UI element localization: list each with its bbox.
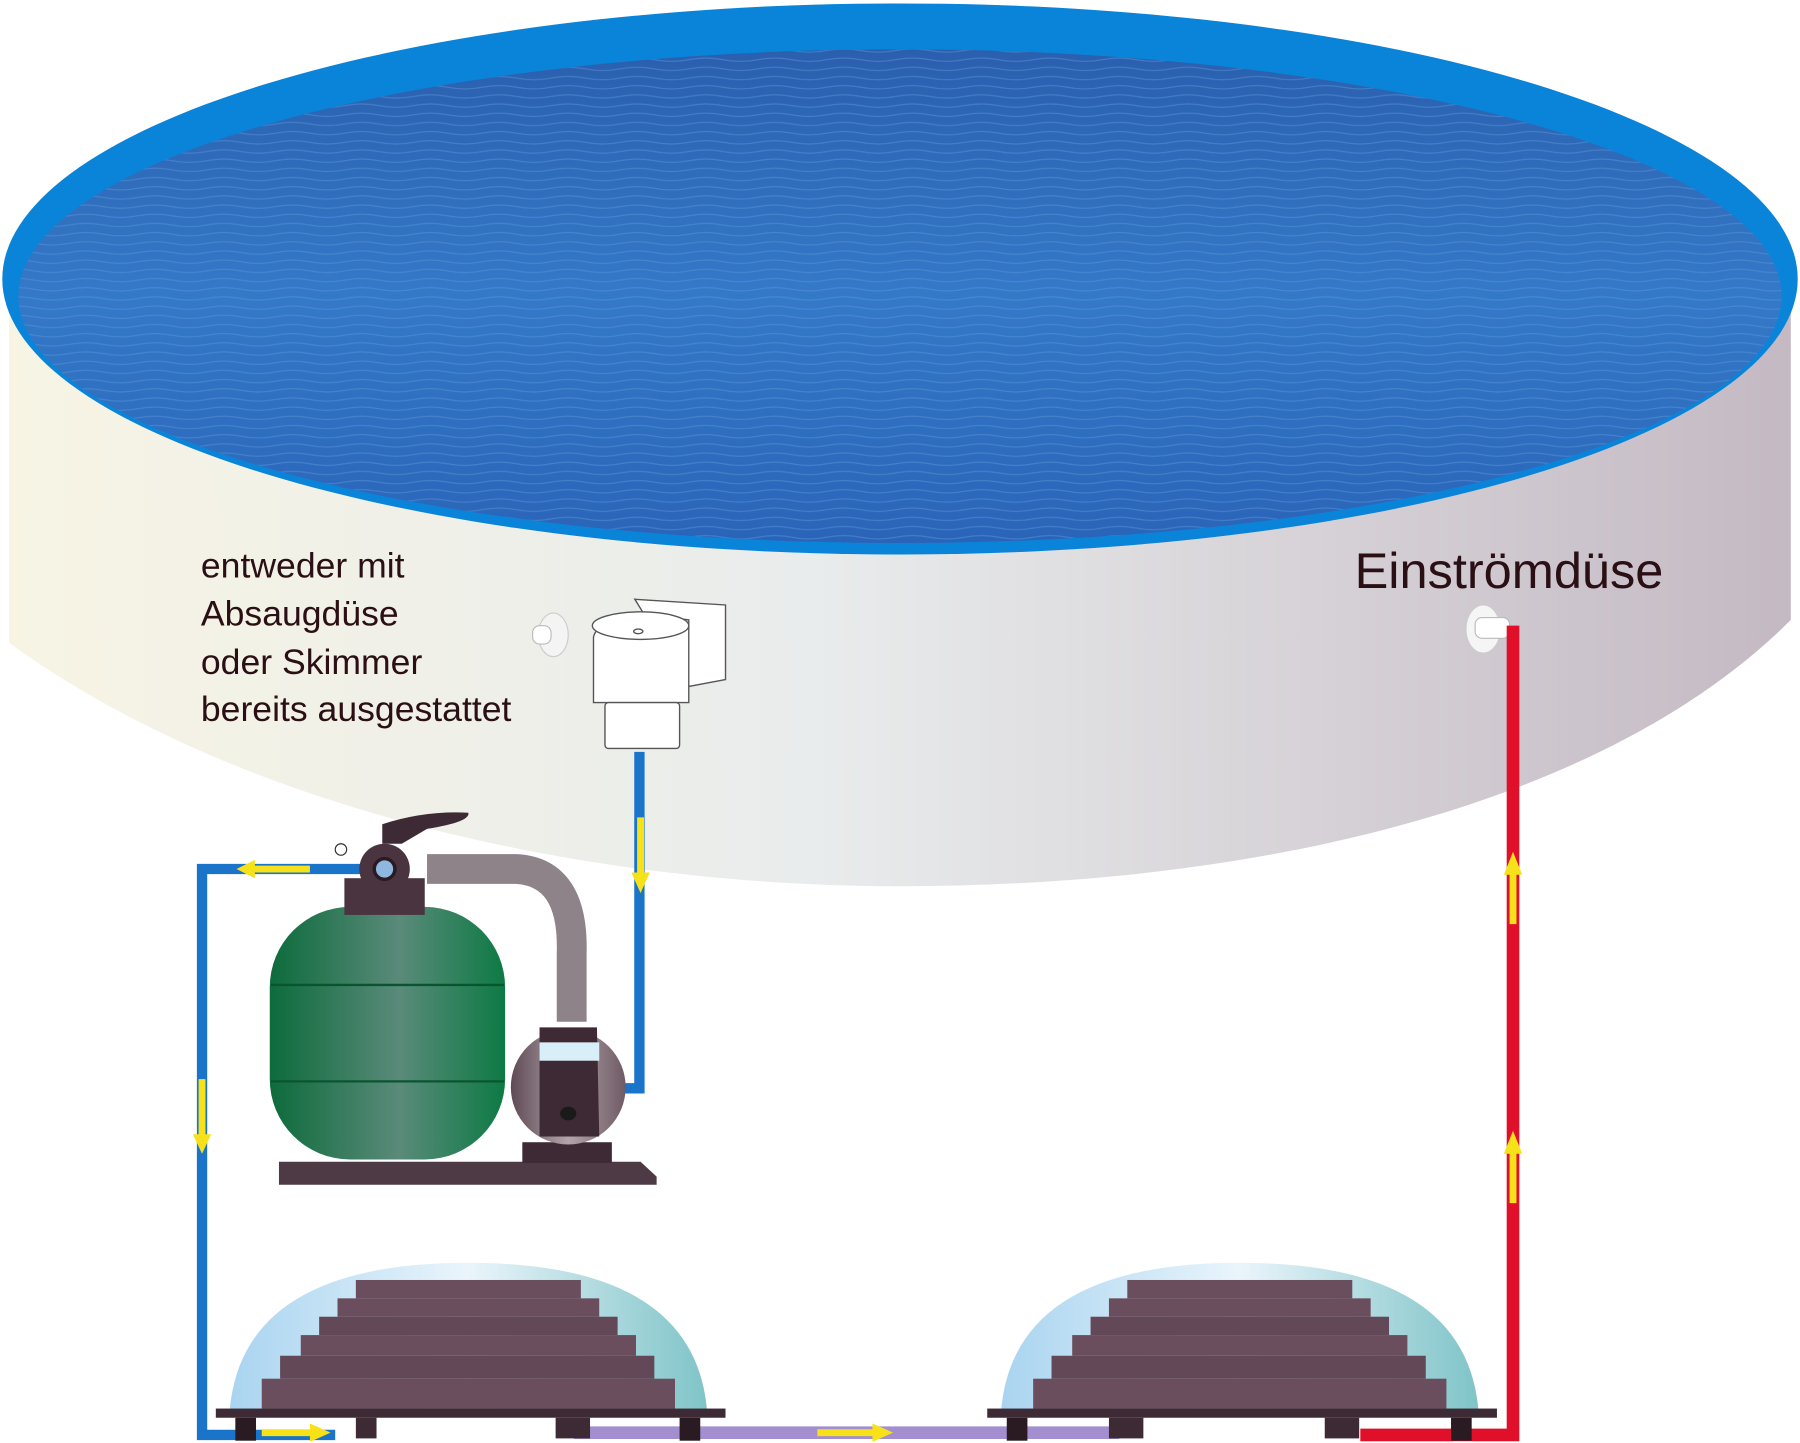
flow-arrows xyxy=(192,817,1523,1442)
arrow-right-icon xyxy=(817,1423,894,1442)
arrow-right-icon xyxy=(261,1423,331,1442)
arrow-left-icon xyxy=(236,859,310,879)
sand-filter xyxy=(269,812,657,1185)
water-ripples xyxy=(18,49,1782,543)
pump-hose xyxy=(427,854,587,1022)
skimmer-note-line: Absaugdüse xyxy=(201,594,399,634)
valve-handle xyxy=(382,812,469,844)
arrow-up-icon xyxy=(1503,851,1523,925)
skimmer-note-line: oder Skimmer xyxy=(201,642,423,682)
skimmer-note: entweder mit Absaugdüse oder Skimmer ber… xyxy=(201,545,512,728)
arrow-down-icon xyxy=(192,1079,212,1154)
suction-nozzle-icon xyxy=(532,612,569,658)
filter-base xyxy=(278,1161,657,1185)
skimmer-note-line: entweder mit xyxy=(201,545,405,585)
filter-tank xyxy=(269,906,506,1160)
arrow-down-icon xyxy=(631,817,650,894)
solar-heater xyxy=(987,1262,1497,1441)
inlet-nozzle-label: Einströmdüse xyxy=(1355,542,1664,599)
inlet-nozzle-icon xyxy=(1465,604,1511,654)
skimmer-icon xyxy=(591,598,727,750)
skimmer-note-line: bereits ausgestattet xyxy=(201,689,512,729)
solar-heater xyxy=(215,1262,726,1441)
arrow-up-icon xyxy=(1503,1130,1523,1204)
